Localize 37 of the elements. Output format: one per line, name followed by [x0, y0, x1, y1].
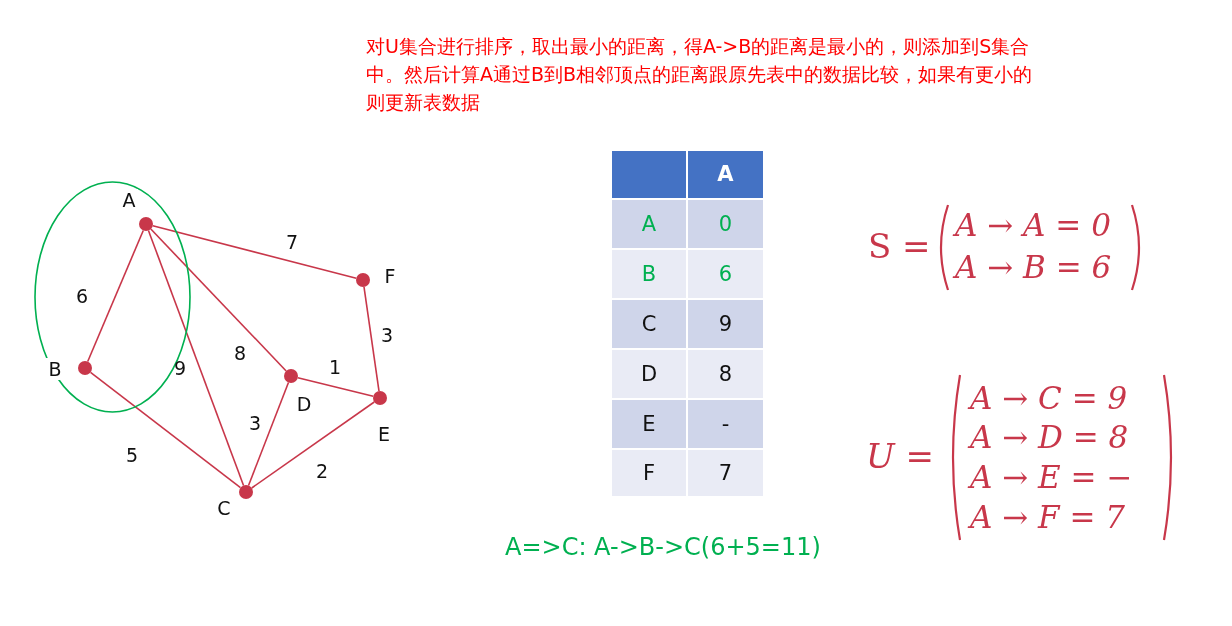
edge-label: 7	[284, 230, 300, 254]
edge-label: 5	[124, 443, 140, 467]
table-cell: 0	[688, 200, 763, 248]
edge-line	[297, 376, 374, 398]
edge-label: 3	[247, 411, 263, 435]
table-cell: D	[612, 350, 686, 398]
edge-line	[247, 381, 290, 487]
math-expression: U =	[866, 438, 934, 476]
table-cell: 9	[688, 300, 763, 348]
edge-line	[89, 371, 242, 489]
table-cell: C	[612, 300, 686, 348]
header-cell: A	[688, 151, 763, 198]
edge-label: 3	[379, 323, 395, 347]
group-ellipse	[34, 181, 191, 413]
path-note: A=>C: A->B->C(6+5=11)	[505, 533, 821, 562]
edge-line	[152, 224, 358, 280]
instruction-text: 对U集合进行排序，取出最小的距离，得A->B的距离是最小的，则添加到S集合中。然后计算A通过B到B相邻顶点的距离跟原先表中的数据比较，如果有更小的则更新表数据	[366, 34, 1034, 115]
table-cell: 8	[688, 350, 763, 398]
table-cell: E	[612, 400, 686, 448]
edge-label: 9	[172, 356, 188, 380]
table-cell: B	[612, 250, 686, 298]
edge-label: 2	[314, 459, 330, 483]
edge-line	[363, 286, 380, 392]
table-cell: -	[688, 400, 763, 448]
vertex-label: B	[46, 358, 64, 380]
table-cell: 7	[688, 450, 763, 496]
edge-line	[86, 229, 145, 363]
edge-label: 6	[74, 284, 90, 308]
math-expression: S =	[868, 228, 931, 266]
edge-line	[147, 229, 245, 487]
edge-label: 1	[327, 355, 343, 379]
table-cell: A	[612, 200, 686, 248]
edge-line	[150, 228, 287, 372]
table-cell: 6	[688, 250, 763, 298]
edge-label: 8	[232, 341, 248, 365]
table-cell: F	[612, 450, 686, 496]
edge-line	[250, 401, 376, 489]
